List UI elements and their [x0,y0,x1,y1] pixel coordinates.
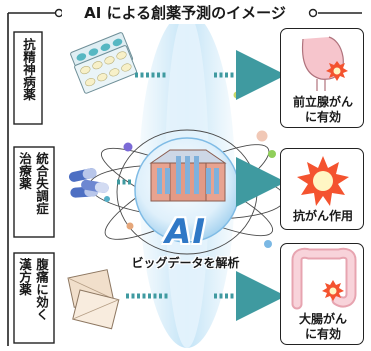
input-label-schizophrenia-line-1: 治療薬 [17,152,32,190]
output-box-prostate: 前立腺がん に有効 [280,28,364,128]
output-label-prostate-line-1: 前立腺がん [292,95,353,109]
ai-label: AI [165,212,206,252]
input-label-schizophrenia-line-2: 統合失調症 [34,152,49,215]
pill-blister-icon [70,32,138,94]
prostate-organ-icon [301,36,348,91]
input-box-2 [13,146,55,238]
output-box-anticancer: 抗がん作用 [280,148,364,230]
input-label-antipsychotic: 抗精神病薬 [21,38,36,101]
input-label-kampo-line-1: 漢方薬 [17,258,32,296]
output-label-colorectal-line-1: 大腸がん [298,312,347,326]
flow-arrows [117,50,286,321]
starburst-icon [322,280,344,301]
hospital-building-icon [134,137,240,243]
starburst-icon [297,156,349,206]
diagram-title: AI による創薬予測のイメージ [62,2,308,24]
starburst-icon [326,61,348,81]
orbit-dots [104,91,276,248]
output-label-colorectal-line-2: に有効 [304,327,341,341]
outer-frame [7,8,362,346]
colon-organ-icon [291,247,357,310]
capsules-icon [68,168,109,198]
output-label-prostate-line-2: に有効 [304,110,341,124]
input-label-kampo-line-2: 腹痛に効く [34,258,49,321]
output-box-colorectal: 大腸がん に有効 [280,243,364,345]
input-box-1 [13,31,43,125]
input-box-3 [13,252,55,344]
herbal-powder-packet-icon [67,269,120,330]
ai-subtitle: ビッグデータを解析 [131,256,240,270]
output-label-anticancer: 抗がん作用 [292,209,353,223]
